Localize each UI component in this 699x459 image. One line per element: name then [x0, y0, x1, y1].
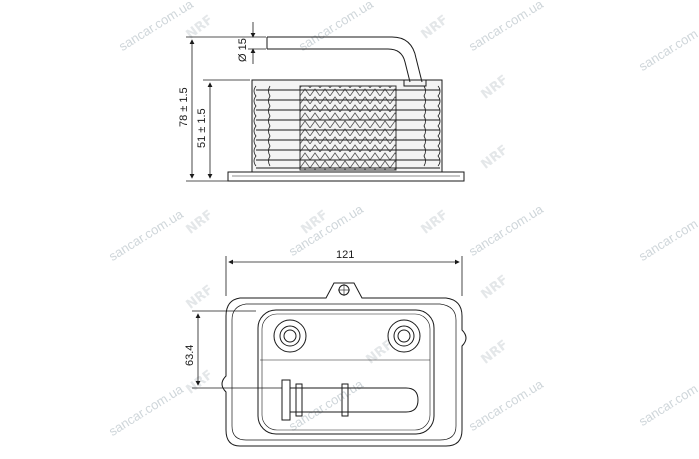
side-view: [186, 22, 465, 182]
top-view: [192, 256, 467, 447]
width-dimension: [225, 256, 463, 296]
total-height-label: 78 ± 1.5: [178, 87, 190, 127]
height-dimension: [192, 310, 282, 389]
coolant-pipe: [266, 36, 427, 87]
port-right: [387, 319, 421, 353]
right-end-caps: [423, 85, 441, 167]
base-plate-outline: [221, 282, 467, 447]
base-plate-inner-edge: [231, 303, 457, 441]
width-label: 121: [336, 249, 354, 261]
top-view-labels: 121 63.4: [184, 249, 354, 366]
port-left: [273, 319, 307, 353]
fin-pack: [299, 85, 397, 171]
pipe-top-view: [260, 359, 430, 421]
core-outline: [257, 309, 435, 435]
plate-stack: [256, 89, 440, 169]
side-view-labels: Ø 15 78 ± 1.5 51 ± 1.5: [178, 38, 249, 148]
core-height-dimension: [203, 79, 250, 179]
core-height-label: 51 ± 1.5: [196, 108, 208, 148]
total-height-dimension: [186, 36, 248, 182]
pipe-diameter-dimension: [248, 22, 266, 64]
mounting-plate: [227, 171, 465, 182]
left-end-caps: [253, 85, 271, 167]
pipe-diameter-label: Ø 15: [237, 38, 249, 62]
height-label: 63.4: [184, 345, 196, 366]
